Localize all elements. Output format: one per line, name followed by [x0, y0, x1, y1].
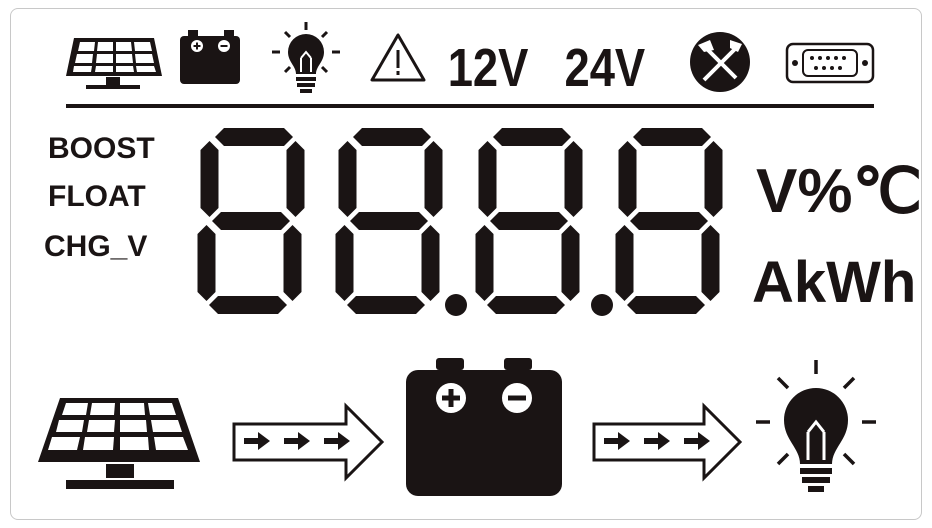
- segment-d: [209, 296, 287, 314]
- segment-a: [353, 128, 431, 146]
- mode-boost-label: BOOST: [48, 132, 155, 165]
- flow-solar-panel-icon: [38, 398, 200, 489]
- segment-d: [627, 296, 705, 314]
- segment-g: [212, 212, 290, 230]
- segment-g: [350, 212, 428, 230]
- lcd-panel: [10, 8, 922, 520]
- lightbulb-icon: [272, 22, 340, 93]
- flow-battery-icon: [406, 358, 562, 496]
- segment-b: [704, 141, 723, 217]
- segment-f: [338, 141, 357, 217]
- flow-arrow-right-icon: [232, 402, 385, 482]
- flow-lightbulb-icon: [756, 360, 876, 492]
- segment-c: [421, 225, 440, 301]
- divider-line: [66, 104, 874, 108]
- mode-float-label: FLOAT: [48, 180, 146, 213]
- segment-c: [561, 225, 580, 301]
- segment-e: [615, 225, 634, 301]
- decimal-point: [591, 294, 613, 316]
- mode-chgv-label: CHG_V: [44, 230, 147, 263]
- solar-panel-icon: [66, 38, 162, 89]
- serial-port-icon: [785, 42, 875, 84]
- segment-f: [478, 141, 497, 217]
- tools-icon: [690, 32, 750, 92]
- segment-c: [701, 225, 720, 301]
- segment-a: [493, 128, 571, 146]
- segment-b: [564, 141, 583, 217]
- segment-g: [630, 212, 708, 230]
- voltage-24v-label: 24V: [564, 37, 645, 98]
- segment-a: [633, 128, 711, 146]
- segment-b: [424, 141, 443, 217]
- segment-e: [335, 225, 354, 301]
- warning-icon: [370, 33, 426, 82]
- segment-e: [197, 225, 216, 301]
- segment-d: [347, 296, 425, 314]
- segment-g: [490, 212, 568, 230]
- voltage-12v-label: 12V: [448, 37, 529, 98]
- segment-f: [618, 141, 637, 217]
- segment-b: [286, 141, 305, 217]
- segment-a: [215, 128, 293, 146]
- flow-arrow-right-icon-2: [592, 402, 743, 482]
- battery-icon: [180, 30, 240, 84]
- segment-c: [283, 225, 302, 301]
- units-line-2: AkWh: [752, 250, 916, 315]
- segment-d: [487, 296, 565, 314]
- segment-e: [475, 225, 494, 301]
- decimal-point: [445, 294, 467, 316]
- seven-segment-display: [197, 128, 723, 316]
- segment-f: [200, 141, 219, 217]
- units-line-1: V%℃: [756, 157, 922, 226]
